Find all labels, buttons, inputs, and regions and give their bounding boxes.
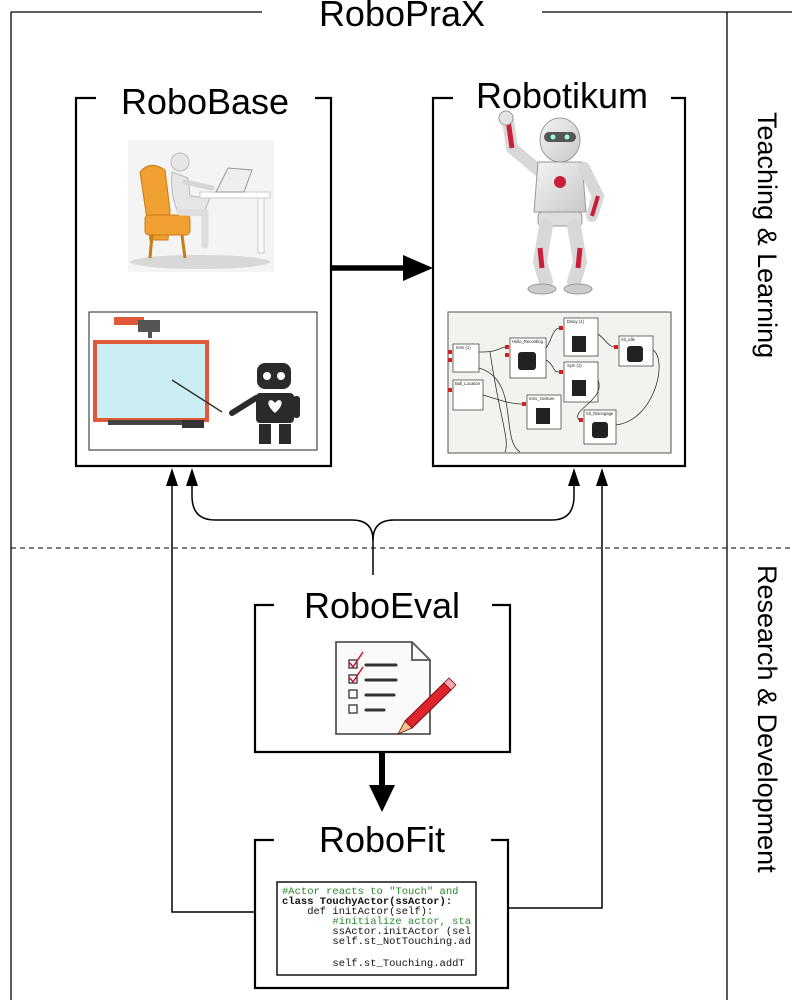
arrow-roboeval-to-robofit (369, 752, 395, 812)
code-line-6: self.st_NotTouching.ad (282, 936, 471, 948)
node-disengage: Sit_Disengage (586, 411, 614, 416)
code-line-1: #Actor reacts to "Touch" and (282, 886, 458, 898)
node-hello: Hello_Recording (512, 339, 544, 344)
robofit-feedback-left (166, 468, 255, 913)
whiteboard-robot-image (88, 311, 318, 451)
brace-arrowheads (186, 468, 580, 486)
node-intro-gesture: Intro_Gesture (529, 396, 555, 401)
robotikum-label: Robotikum (476, 75, 648, 116)
roboeval-brace-connector (191, 480, 575, 575)
roboeval-label: RoboEval (304, 585, 460, 626)
node-sym: Sym (1) (567, 363, 582, 368)
behavior-graph-image: Intro (1) Hello_Recording Delay (1) Sym … (447, 311, 672, 454)
code-line-4: #initialize actor, sta (282, 916, 471, 928)
nao-robot-image (498, 110, 605, 295)
robotikum-box: Robotikum (431, 75, 687, 468)
code-line-2: class TouchyActor(ssActor): (282, 896, 452, 908)
node-ball: Ball_Location (455, 381, 481, 386)
code-line-8: self.st_Touching.addT (282, 958, 465, 970)
arrow-robobase-to-robotikum (331, 255, 433, 281)
person-at-desk-image (128, 140, 274, 272)
diagram-title: RoboPraX (319, 0, 485, 34)
node-sit-idle: Sit_Idle (621, 337, 636, 342)
code-line-3: def initActor(self): (282, 906, 433, 918)
robofit-label: RoboFit (319, 819, 445, 860)
code-line-5: ssActor.initActor (sel (282, 926, 471, 938)
checklist-icon (335, 641, 457, 735)
node-delay: Delay (1) (567, 319, 585, 324)
roboeval-box: RoboEval (253, 585, 512, 754)
robofit-box: RoboFit #Actor reacts to "Touch" and cla… (253, 819, 510, 990)
side-label-teaching: Teaching & Learning (752, 112, 782, 358)
robobase-box: RoboBase (74, 81, 333, 468)
code-snippet-image: #Actor reacts to "Touch" and class Touch… (276, 881, 477, 976)
robobase-label: RoboBase (121, 81, 289, 122)
side-label-research: Research & Development (752, 565, 782, 873)
node-intro: Intro (1) (456, 345, 471, 350)
outer-frame (10, 11, 792, 1000)
robofit-feedback-right (508, 468, 608, 909)
